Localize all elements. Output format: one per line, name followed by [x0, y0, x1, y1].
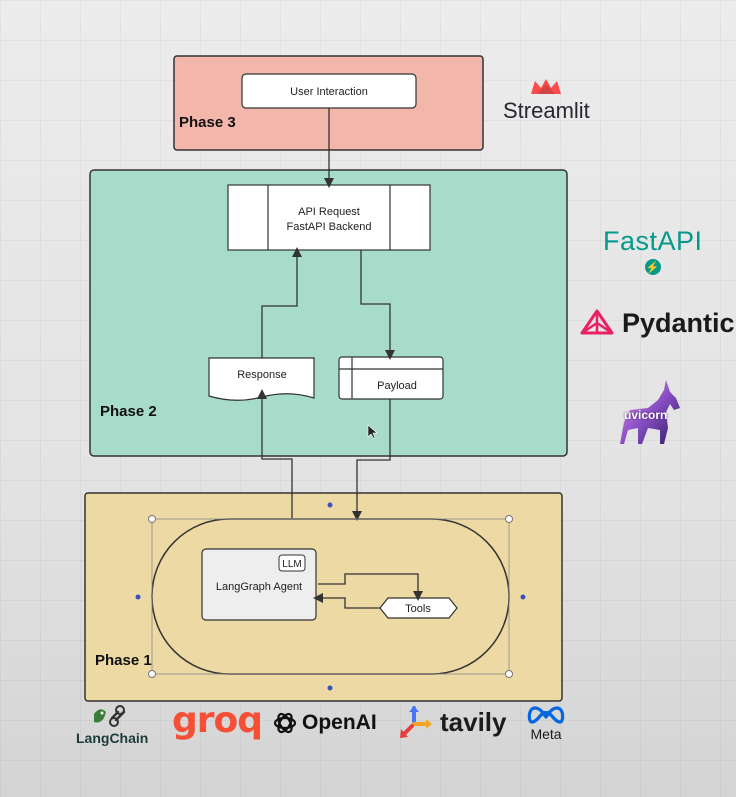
fastapi-logo: FastAPI ⚡ — [603, 226, 703, 275]
llm-badge — [278, 554, 306, 572]
uvicorn-logo: uvicorn — [618, 378, 688, 448]
connection-point-top[interactable] — [327, 502, 333, 508]
groq-logo: groq — [172, 700, 263, 741]
fastapi-backend-label: FastAPI Backend — [287, 221, 372, 233]
phase1-container[interactable] — [84, 492, 563, 702]
langchain-logo: LangChain — [76, 704, 148, 746]
connection-point-left[interactable] — [135, 594, 141, 600]
connector-agent-to-tools — [318, 573, 423, 601]
api-request-node[interactable] — [227, 184, 431, 251]
phase1-label: Phase 1 — [95, 652, 152, 669]
phase2-label: Phase 2 — [100, 403, 157, 420]
resize-handle-bottom-left[interactable] — [148, 670, 156, 678]
uvicorn-unicorn-icon — [620, 380, 680, 444]
pydantic-prism-icon — [580, 309, 614, 334]
connector-payload-to-agent — [352, 399, 391, 521]
streamlit-label: Streamlit — [503, 98, 590, 123]
fastapi-bolt-icon: ⚡ — [644, 259, 661, 275]
groq-label: groq — [172, 700, 263, 741]
meta-label: Meta — [530, 726, 562, 742]
resize-handle-top-left[interactable] — [148, 515, 156, 523]
pydantic-label: Pydantic — [622, 308, 735, 338]
connector-api-to-payload — [360, 250, 395, 360]
response-label: Response — [237, 369, 287, 381]
openai-logo: OpenAI — [272, 710, 377, 736]
connector-agent-to-response — [257, 389, 293, 518]
tavily-arrows-icon — [400, 706, 432, 738]
pydantic-logo: Pydantic — [580, 308, 735, 339]
resize-handle-bottom-right[interactable] — [505, 670, 513, 678]
selection-bounding-box — [151, 518, 510, 675]
meta-logo: Meta — [526, 704, 566, 742]
uvicorn-label: uvicorn — [624, 408, 668, 422]
tavily-logo: tavily — [398, 704, 507, 740]
langgraph-agent-label: LangGraph Agent — [216, 581, 302, 593]
connection-point-right[interactable] — [520, 594, 526, 600]
api-request-label: API Request — [298, 206, 360, 218]
meta-infinity-icon — [527, 706, 565, 724]
connection-point-bottom[interactable] — [327, 685, 333, 691]
mouse-cursor-icon — [367, 424, 378, 440]
resize-handle-top-right[interactable] — [505, 515, 513, 523]
tavily-label: tavily — [440, 706, 507, 737]
openai-knot-icon — [273, 712, 297, 734]
user-interaction-label: User Interaction — [290, 86, 368, 98]
langchain-parrot-icon — [94, 705, 126, 727]
connector-response-to-api — [261, 247, 302, 358]
connector-tools-to-agent — [313, 593, 380, 609]
payload-node[interactable] — [338, 356, 444, 400]
fastapi-label: FastAPI — [603, 226, 703, 256]
llm-badge-label: LLM — [282, 559, 301, 570]
streamlit-logo: Streamlit — [503, 78, 590, 124]
streamlit-crown-icon — [531, 79, 562, 94]
phase3-label: Phase 3 — [179, 114, 236, 131]
tools-label: Tools — [405, 603, 431, 615]
langchain-label: LangChain — [76, 730, 149, 746]
openai-label: OpenAI — [302, 711, 377, 734]
payload-label: Payload — [377, 380, 417, 392]
